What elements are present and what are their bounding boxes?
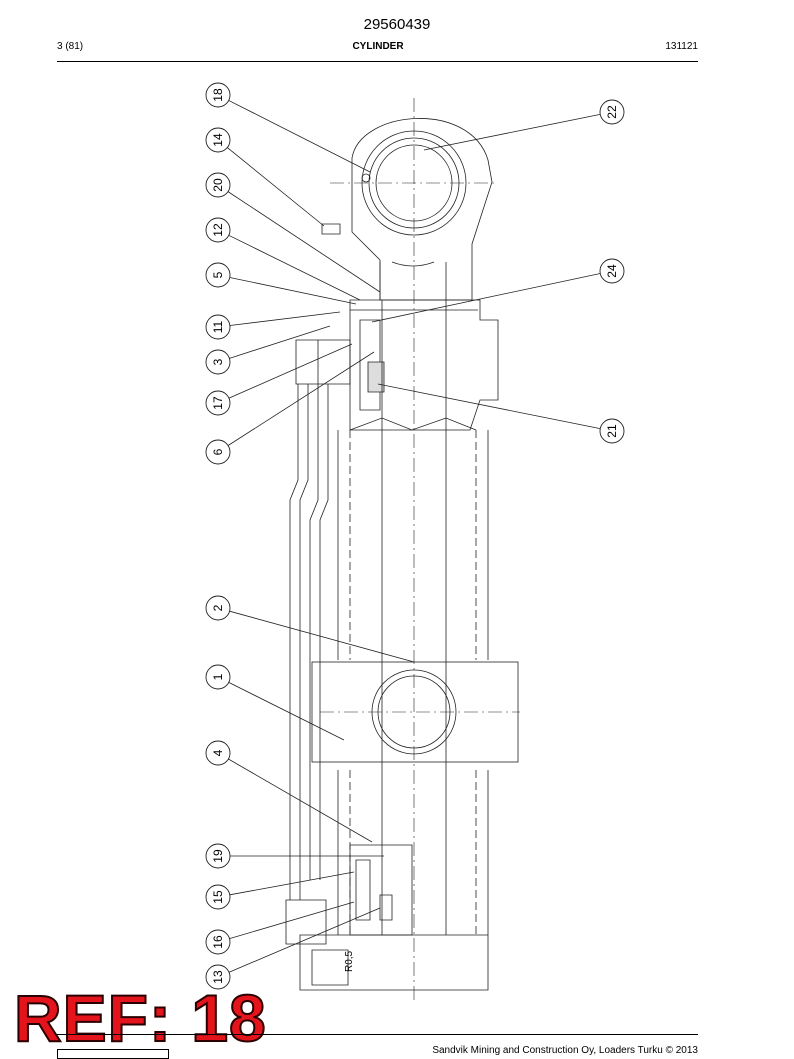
port-block-top	[295, 339, 351, 385]
tube-line	[289, 384, 309, 900]
leader-line-17	[228, 343, 353, 399]
callout-label-13: 13	[211, 970, 225, 984]
callout-label-24: 24	[605, 264, 619, 278]
callout-6: 6	[205, 439, 231, 465]
callout-20: 20	[205, 172, 231, 198]
callout-label-11: 11	[211, 320, 225, 333]
callout-5: 5	[205, 262, 231, 288]
callout-circle-19	[205, 843, 231, 869]
footer-divider	[57, 1034, 698, 1035]
callout-label-1: 1	[211, 673, 225, 680]
leader-line-24	[371, 273, 601, 323]
leader-line-5	[229, 277, 357, 305]
callout-13: 13	[205, 964, 231, 990]
date-code: 131121	[665, 41, 698, 52]
cylinder-head	[349, 299, 499, 431]
leader-line-15	[229, 871, 355, 896]
callout-circle-22	[599, 99, 625, 125]
callout-circle-3	[205, 349, 231, 375]
callout-15: 15	[205, 884, 231, 910]
leader-line-21	[377, 383, 601, 430]
piston-nut	[379, 894, 393, 921]
callout-label-4: 4	[211, 749, 225, 756]
leader-line-1	[228, 682, 345, 741]
callout-3: 3	[205, 349, 231, 375]
callout-22: 22	[599, 99, 625, 125]
callout-label-21: 21	[605, 424, 619, 438]
leader-line-13	[228, 907, 381, 973]
page-indicator: 3 (81)	[57, 41, 84, 52]
leader-line-11	[229, 311, 341, 326]
callout-circle-13	[205, 964, 231, 990]
grease-nipple	[361, 173, 371, 183]
callout-circle-20	[205, 172, 231, 198]
callout-circle-11	[205, 314, 231, 340]
callout-14: 14	[205, 127, 231, 153]
callout-circle-21	[599, 418, 625, 444]
callout-label-12: 12	[211, 223, 225, 237]
leader-line-4	[228, 758, 373, 843]
callout-label-17: 17	[211, 396, 225, 410]
end-cap	[299, 934, 489, 991]
callout-circle-4	[205, 740, 231, 766]
callout-label-14: 14	[211, 133, 225, 147]
callout-2: 2	[205, 595, 231, 621]
callout-18: 18	[205, 82, 231, 108]
callout-11: 11	[205, 314, 231, 340]
leader-line-18	[228, 100, 371, 173]
callout-circle-6	[205, 439, 231, 465]
callout-label-20: 20	[211, 178, 225, 192]
header-divider	[57, 61, 698, 62]
callout-label-18: 18	[211, 88, 225, 102]
callout-circle-2	[205, 595, 231, 621]
callout-circle-18	[205, 82, 231, 108]
callout-label-3: 3	[211, 358, 225, 365]
leader-line-20	[227, 191, 381, 293]
callout-label-2: 2	[211, 604, 225, 611]
callout-circle-5	[205, 262, 231, 288]
callout-4: 4	[205, 740, 231, 766]
cylinder-tube	[337, 430, 489, 935]
callout-24: 24	[599, 258, 625, 284]
seal-housing	[359, 319, 381, 411]
leader-line-2	[229, 610, 415, 663]
leader-line-3	[229, 325, 331, 359]
leader-line-6	[227, 351, 375, 446]
trunnion-block	[311, 661, 519, 763]
callout-circle-12	[205, 217, 231, 243]
port-block-bottom	[285, 899, 327, 945]
piston	[349, 844, 413, 936]
callout-circle-14	[205, 127, 231, 153]
leader-line-14	[227, 147, 325, 227]
callout-label-22: 22	[605, 105, 619, 119]
sandvik-logo	[57, 1049, 169, 1059]
leader-line-16	[229, 901, 355, 939]
leader-line-12	[228, 234, 361, 301]
callout-12: 12	[205, 217, 231, 243]
callout-circle-17	[205, 390, 231, 416]
callout-16: 16	[205, 929, 231, 955]
leader-line-22	[423, 113, 601, 151]
callout-label-15: 15	[211, 890, 225, 904]
page-title: CYLINDER	[352, 41, 404, 52]
callout-label-19: 19	[211, 849, 225, 863]
piston-rod	[381, 300, 447, 935]
callout-21: 21	[599, 418, 625, 444]
callout-circle-24	[599, 258, 625, 284]
footer-copyright: Sandvik Mining and Construction Oy, Load…	[432, 1045, 698, 1056]
callout-label-5: 5	[211, 271, 225, 278]
document-number: 29560439	[363, 16, 431, 33]
callout-circle-15	[205, 884, 231, 910]
callout-19: 19	[205, 843, 231, 869]
callout-circle-16	[205, 929, 231, 955]
callout-label-6: 6	[211, 448, 225, 455]
callout-circle-1	[205, 664, 231, 690]
callout-17: 17	[205, 390, 231, 416]
reference-stamp: REF: 18	[13, 980, 267, 1056]
callout-1: 1	[205, 664, 231, 690]
callout-label-16: 16	[211, 935, 225, 949]
radius-stamp: R0,5	[344, 950, 355, 972]
